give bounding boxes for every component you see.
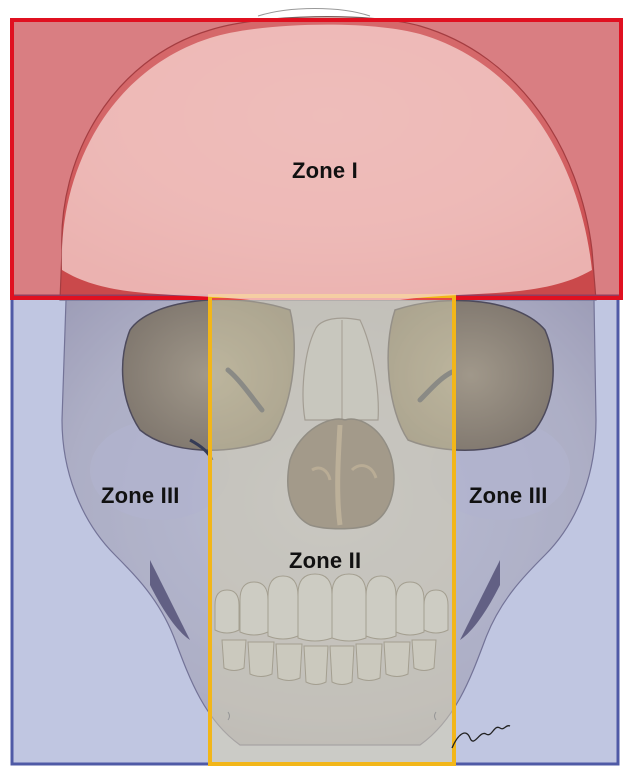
skull-top	[258, 9, 370, 17]
zone-2-overlay	[210, 296, 454, 764]
zone-3-left-label: Zone III	[101, 483, 180, 509]
zone-3-right-label: Zone III	[469, 483, 548, 509]
zone-2-label: Zone II	[289, 548, 361, 574]
zone-1-label: Zone I	[292, 158, 358, 184]
